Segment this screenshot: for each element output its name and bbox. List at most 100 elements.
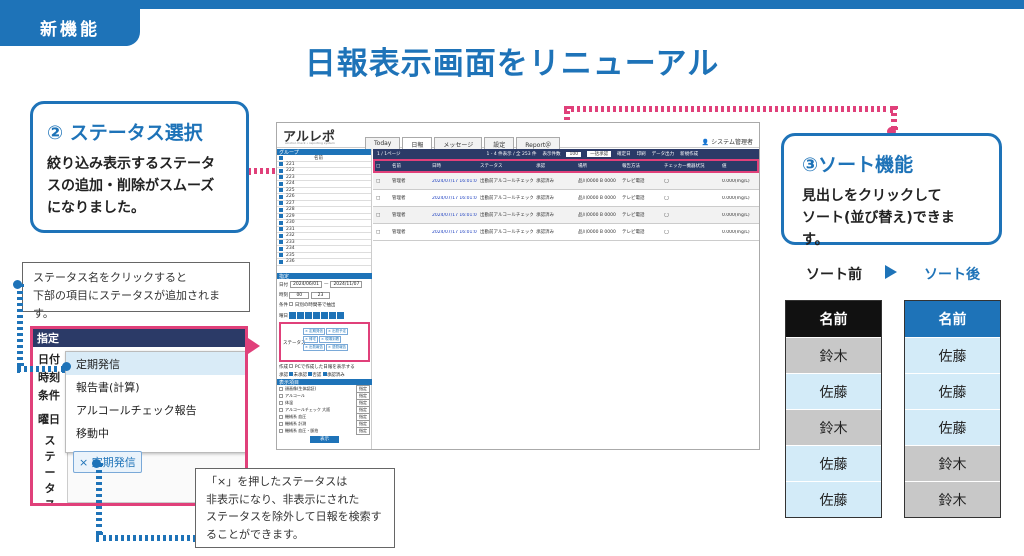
tab-report[interactable]: Report＠ [516, 137, 561, 151]
checkbox-icon[interactable] [279, 421, 283, 426]
submit-button[interactable]: 表示 [310, 436, 339, 443]
group-row[interactable]: 227 [277, 201, 371, 207]
group-row[interactable]: 226 [277, 194, 371, 201]
row-checkbox[interactable]: □ [376, 195, 381, 201]
weekday-button[interactable] [289, 312, 296, 319]
col-header-method[interactable]: 報告方法 [622, 164, 640, 169]
tab-message[interactable]: メッセージ [434, 137, 483, 151]
row-checkbox[interactable]: □ [376, 229, 381, 235]
status-option[interactable]: 定期発信 [66, 352, 245, 375]
group-row[interactable]: 229 [277, 214, 371, 220]
status-chip[interactable]: × 現場到着 [319, 336, 342, 343]
date-from-input[interactable]: 2024/06/01 [290, 281, 322, 288]
checkbox-icon[interactable] [279, 188, 283, 193]
status-chip[interactable]: × 帰宅 [303, 336, 319, 343]
group-row[interactable]: 221 [277, 162, 371, 168]
status-option[interactable]: 報告書(計算) [76, 380, 140, 394]
status-chip[interactable]: × 定期発信 [303, 328, 326, 335]
weekday-button[interactable] [321, 312, 328, 319]
col-header-location[interactable]: 場所 [578, 164, 587, 169]
col-header-value[interactable]: 値 [722, 164, 727, 169]
weekday-button[interactable] [297, 312, 304, 319]
group-row[interactable]: 228 [277, 207, 371, 214]
col-header-approval[interactable]: 承認 [536, 164, 545, 169]
checkbox-icon[interactable] [279, 246, 283, 251]
status-chip[interactable]: × 出勤予定 [326, 328, 349, 335]
checkbox-icon[interactable] [279, 201, 283, 206]
checkbox-icon[interactable] [289, 364, 294, 368]
time-from-select[interactable]: 00 [289, 292, 310, 299]
confirm-date-button[interactable]: 確定日 [617, 152, 631, 157]
status-chip[interactable]: × 出勤報告 [303, 344, 326, 351]
print-button[interactable]: 印刷 [636, 152, 646, 157]
checkbox-icon[interactable] [279, 162, 283, 167]
status-chip[interactable]: × 退勤報告 [326, 344, 349, 351]
checkbox-icon[interactable] [279, 220, 283, 225]
checkbox-icon[interactable] [279, 214, 283, 219]
group-row[interactable]: 223 [277, 175, 371, 181]
group-row[interactable]: 230 [277, 220, 371, 227]
status-chip-periodic[interactable]: × 定期発信 [73, 451, 142, 473]
weekday-button[interactable] [305, 312, 312, 319]
user-menu[interactable]: 👤 システム管理者 [702, 137, 753, 146]
checkbox-icon[interactable] [279, 194, 283, 199]
weekday-button[interactable] [329, 312, 336, 319]
row-checkbox[interactable]: □ [376, 212, 381, 218]
checkbox-icon[interactable] [279, 207, 283, 212]
date-to-input[interactable]: 2024/11/07 [330, 281, 363, 288]
export-button[interactable]: データ出力 [651, 152, 675, 157]
perpage-select[interactable]: 100 [566, 151, 582, 157]
group-row[interactable]: 236 [277, 259, 371, 266]
checkbox-icon[interactable] [279, 253, 283, 258]
bulk-approve-button[interactable]: 一括承認 [587, 151, 612, 157]
col-header-checker[interactable]: チェッカー機器状況 [664, 164, 705, 169]
time-to-select[interactable]: 23 [310, 292, 331, 299]
checkbox-icon[interactable] [289, 372, 294, 376]
group-row[interactable]: 225 [277, 188, 371, 194]
checkbox-icon[interactable] [279, 407, 283, 412]
weekday-button[interactable] [337, 312, 344, 319]
col-header-datetime[interactable]: 日時 [432, 164, 441, 169]
tab-today[interactable]: Today [365, 137, 401, 151]
tab-settings[interactable]: 設定 [484, 137, 515, 151]
new-button[interactable]: 新規作成 [680, 152, 699, 157]
table-cell[interactable]: 2024/07/17 16:01:07 [432, 195, 477, 201]
checkbox-icon[interactable] [279, 386, 283, 391]
group-row[interactable]: 231 [277, 227, 371, 233]
row-checkbox[interactable]: □ [376, 178, 381, 184]
col-header-name[interactable]: 名前 [392, 164, 401, 169]
tab-daily[interactable]: 日報 [402, 137, 433, 151]
checkbox-icon[interactable] [279, 414, 283, 419]
checkbox-icon[interactable] [279, 233, 283, 238]
weekday-button[interactable] [313, 312, 320, 319]
table-cell[interactable]: 2024/07/17 16:01:07 [432, 229, 477, 235]
checkbox-icon[interactable] [279, 175, 283, 180]
group-row[interactable]: 234 [277, 246, 371, 253]
status-option[interactable]: 移動中 [76, 426, 109, 440]
group-row[interactable]: 235 [277, 253, 371, 259]
checkbox-icon[interactable] [289, 302, 294, 306]
status-option[interactable]: アルコールチェック報告 [76, 403, 197, 417]
checkbox-icon[interactable] [279, 181, 283, 186]
checkbox-icon[interactable] [322, 372, 327, 376]
table-cell[interactable]: 2024/07/17 16:01:07 [432, 178, 477, 184]
col-header-status[interactable]: ステータス [480, 164, 503, 169]
checkbox-icon[interactable] [279, 168, 283, 173]
checkbox-icon[interactable] [279, 428, 283, 433]
group-row[interactable]: 222 [277, 168, 371, 175]
checkbox-icon[interactable] [279, 400, 283, 405]
table-cell[interactable]: 2024/07/17 16:01:07 [432, 212, 477, 218]
checkbox-icon[interactable] [279, 227, 283, 232]
group-row[interactable]: 232 [277, 233, 371, 240]
checkbox-icon[interactable] [279, 393, 283, 398]
select-all-checkbox[interactable]: □ [376, 163, 381, 169]
display-item-button[interactable]: 指定 [356, 426, 370, 435]
group-row[interactable]: 224 [277, 181, 371, 188]
checkbox-icon[interactable] [279, 155, 283, 160]
checkbox-icon[interactable] [308, 372, 313, 376]
checkbox-icon[interactable] [279, 259, 283, 264]
